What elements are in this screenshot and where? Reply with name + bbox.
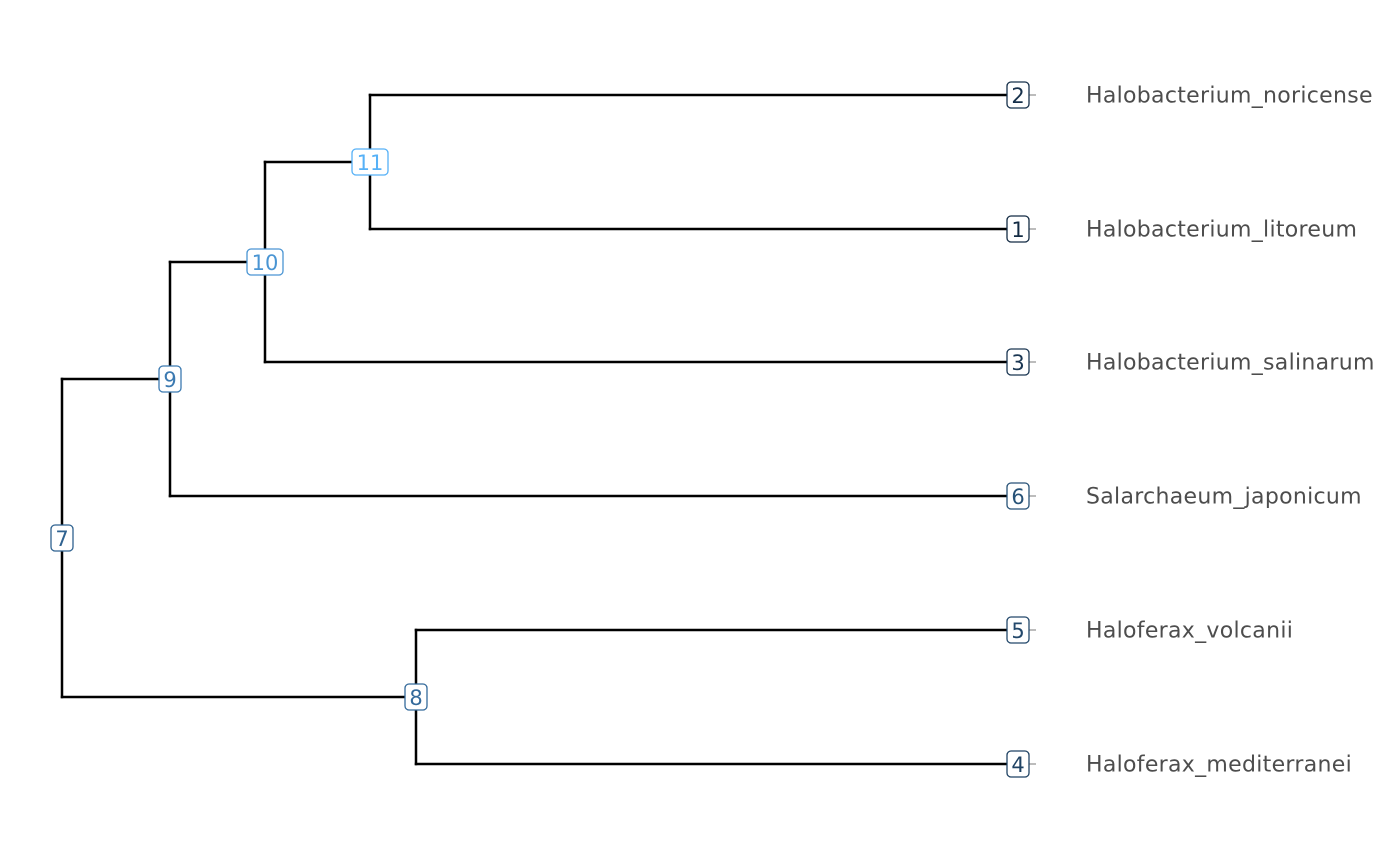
node-number-5: 5: [1011, 619, 1024, 643]
node-number-1: 1: [1011, 218, 1024, 242]
node-box-7: [50, 524, 74, 552]
node-label-3: 3: [1006, 348, 1030, 376]
node-label-1: 1: [1006, 215, 1030, 243]
node-number-6: 6: [1011, 485, 1024, 509]
node-label-11: 11: [351, 148, 389, 176]
node-number-10: 10: [252, 251, 279, 275]
node-labels: 2 1 3 6 5 4 7 9 10 11 8: [50, 81, 1030, 778]
node-label-5: 5: [1006, 616, 1030, 644]
node-label-8: 8: [404, 683, 428, 711]
node-label-4: 4: [1006, 750, 1030, 778]
node-box-11: [351, 148, 389, 176]
node-number-9: 9: [163, 368, 176, 392]
node-number-8: 8: [409, 686, 422, 710]
node-label-9: 9: [158, 365, 182, 393]
node-label-2: 2: [1006, 81, 1030, 109]
tip-label-5: Haloferax_volcanii: [1086, 619, 1293, 644]
node-label-6: 6: [1006, 482, 1030, 510]
node-number-4: 4: [1011, 753, 1024, 777]
node-box-9: [158, 365, 182, 393]
tip-label-6: Salarchaeum_japonicum: [1086, 485, 1362, 510]
node-number-11: 11: [357, 151, 384, 175]
tree-branches: [60, 93, 1020, 766]
node-box-6: [1006, 482, 1030, 510]
tip-label-3: Halobacterium_salinarum: [1086, 351, 1375, 376]
node-box-10: [246, 248, 284, 276]
node-number-3: 3: [1011, 351, 1024, 375]
tip-label-2: Halobacterium_noricense: [1086, 84, 1373, 109]
node-box-2: [1006, 81, 1030, 109]
node-label-10: 10: [246, 248, 284, 276]
node-box-5: [1006, 616, 1030, 644]
node-box-4: [1006, 750, 1030, 778]
node-number-7: 7: [55, 527, 68, 551]
tip-label-1: Halobacterium_litoreum: [1086, 218, 1357, 243]
node-box-1: [1006, 215, 1030, 243]
tip-ticks: [1018, 94, 1036, 765]
node-box-8: [404, 683, 428, 711]
tip-label-4: Haloferax_mediterranei: [1086, 753, 1352, 778]
node-box-3: [1006, 348, 1030, 376]
node-number-2: 2: [1011, 84, 1024, 108]
node-label-7: 7: [50, 524, 74, 552]
tip-labels: Halobacterium_noricenseHalobacterium_lit…: [1086, 84, 1375, 778]
